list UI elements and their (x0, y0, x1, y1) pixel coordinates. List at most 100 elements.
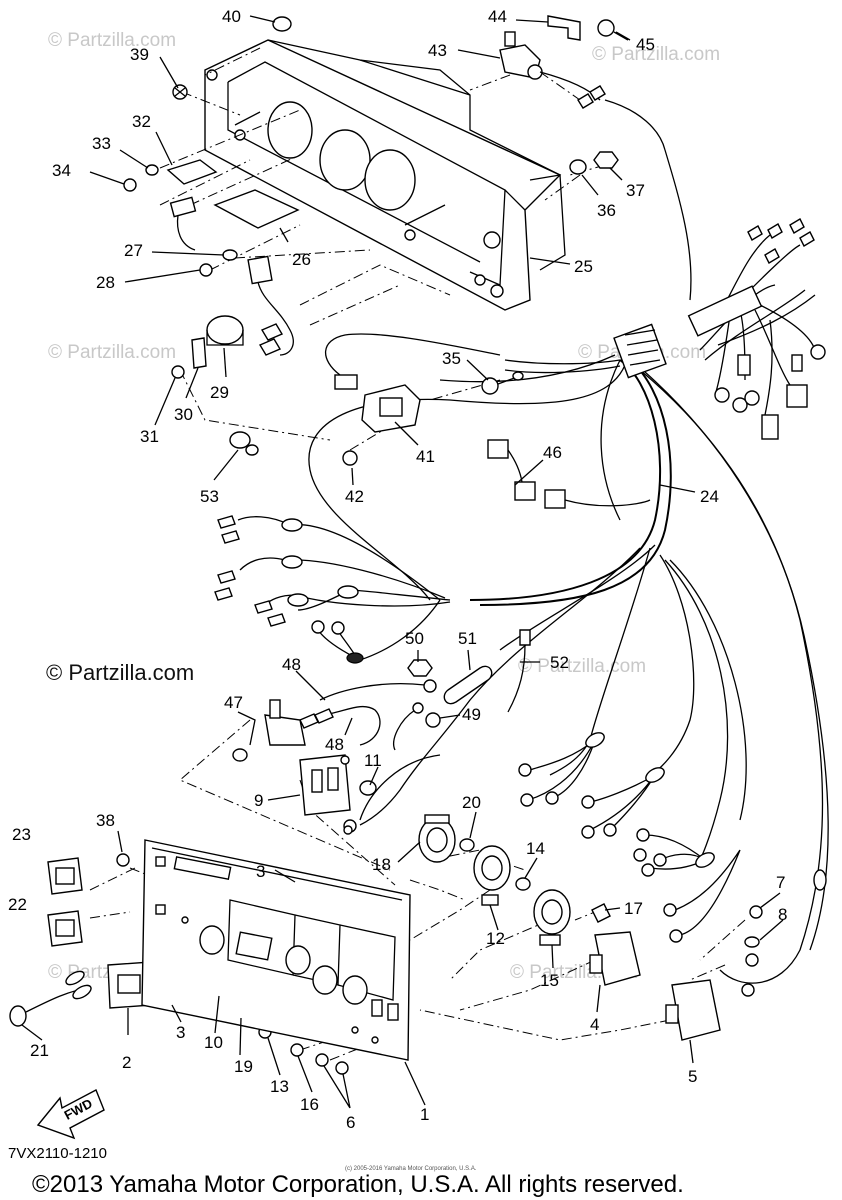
cable-tie-52 (519, 629, 531, 646)
callout-2: 2 (122, 1053, 131, 1072)
callout-45: 45 (636, 35, 655, 54)
watermark-lower-right: © Partzilla.com (518, 656, 646, 677)
breaker-5 (671, 979, 721, 1041)
outlet-9 (299, 754, 351, 816)
washer-8 (744, 936, 760, 948)
harness-terminals-right (714, 218, 826, 440)
screw-34 (123, 178, 137, 192)
screw-31 (171, 365, 185, 379)
callout-7: 7 (776, 873, 785, 892)
callout-42: 42 (345, 487, 364, 506)
assembly-dash-lines (89, 47, 746, 1061)
part-17 (591, 903, 611, 923)
callout-38: 38 (96, 811, 115, 830)
callout-31: 31 (140, 427, 159, 446)
callout-43: 43 (428, 41, 447, 60)
callout-41: 41 (416, 447, 435, 466)
callout-48-bottom: 48 (325, 735, 344, 754)
callout-1: 1 (420, 1105, 429, 1124)
washer-20 (459, 838, 475, 852)
part-30 (191, 337, 207, 369)
washer-27 (222, 249, 238, 261)
callout-6: 6 (346, 1113, 355, 1132)
screw-42 (342, 450, 358, 466)
screw-6b (335, 1061, 349, 1075)
indicator-21 (9, 1005, 27, 1027)
callout-12: 12 (486, 929, 505, 948)
callout-44: 44 (488, 7, 507, 26)
callout-35: 35 (442, 349, 461, 368)
screw-6a (315, 1053, 329, 1067)
bracket-44 (547, 15, 581, 41)
part-32 (166, 159, 218, 185)
callout-49: 49 (462, 705, 481, 724)
callout-40: 40 (222, 7, 241, 26)
callout-11: 11 (364, 751, 382, 770)
panel-box-25 (204, 39, 566, 311)
watermark-top-left: © Partzilla.com (48, 30, 176, 51)
tiny-notice: (c) 2005-2016 Yamaha Motor Corporation, … (345, 1166, 477, 1172)
screw-49 (425, 712, 441, 728)
callout-labels: 40 39 44 43 45 32 33 34 27 28 26 25 36 3… (8, 7, 787, 1132)
callout-30: 30 (174, 405, 193, 424)
connector-46b (514, 481, 536, 501)
callout-leaders (21, 15, 784, 1109)
callout-3-top: 3 (256, 862, 265, 881)
callout-4: 4 (590, 1015, 599, 1034)
callout-36: 36 (597, 201, 616, 220)
grommet-40 (272, 16, 292, 32)
callout-22: 22 (8, 895, 27, 914)
screw-28 (199, 263, 213, 277)
callout-16: 16 (300, 1095, 319, 1114)
bolt-35 (481, 377, 499, 395)
callout-48-top: 48 (282, 655, 301, 674)
callout-9: 9 (254, 791, 263, 810)
callout-52: 52 (550, 653, 569, 672)
diagram-code: 7VX2110-1210 (8, 1145, 107, 1162)
nut-50 (407, 659, 433, 677)
washer-33 (145, 164, 159, 176)
grommet-36 (569, 159, 587, 175)
callout-32: 32 (132, 112, 151, 131)
callout-18: 18 (372, 855, 391, 874)
connector-46c (544, 489, 566, 509)
callout-34: 34 (52, 161, 71, 180)
callout-8: 8 (778, 905, 787, 924)
washer-11 (359, 780, 377, 796)
callout-3-bottom: 3 (176, 1023, 185, 1042)
nut-37 (593, 151, 619, 169)
fwd-arrow: FWD (36, 1089, 105, 1140)
callout-28: 28 (96, 273, 115, 292)
callout-50: 50 (405, 629, 424, 648)
callout-20: 20 (462, 793, 481, 812)
connector-46a (487, 439, 509, 459)
watermark-mid-left: © Partzilla.com (48, 342, 176, 363)
small-parts (9, 15, 763, 1075)
callout-47: 47 (224, 693, 243, 712)
callout-46: 46 (543, 443, 562, 462)
callout-27: 27 (124, 241, 143, 260)
screw-16 (290, 1043, 304, 1057)
screw-7 (749, 905, 763, 919)
callout-19: 19 (234, 1057, 253, 1076)
callout-10: 10 (204, 1033, 223, 1052)
callout-14: 14 (526, 839, 545, 858)
screw-38 (116, 853, 130, 867)
callout-24: 24 (700, 487, 719, 506)
screw-45 (597, 19, 615, 37)
washer-14 (515, 877, 531, 891)
callout-33: 33 (92, 134, 111, 153)
callout-5: 5 (688, 1067, 697, 1086)
plate-26 (213, 189, 300, 229)
buzzer-29 (206, 315, 244, 345)
toggle-switch-47 (264, 714, 306, 746)
callout-13: 13 (270, 1077, 289, 1096)
callout-25: 25 (574, 257, 593, 276)
callout-26: 26 (292, 250, 311, 269)
watermark-dark: © Partzilla.com (46, 660, 194, 685)
harness-ring-terminals (518, 732, 827, 997)
callout-29: 29 (210, 383, 229, 402)
callout-37: 37 (626, 181, 645, 200)
callout-21: 21 (30, 1041, 49, 1060)
